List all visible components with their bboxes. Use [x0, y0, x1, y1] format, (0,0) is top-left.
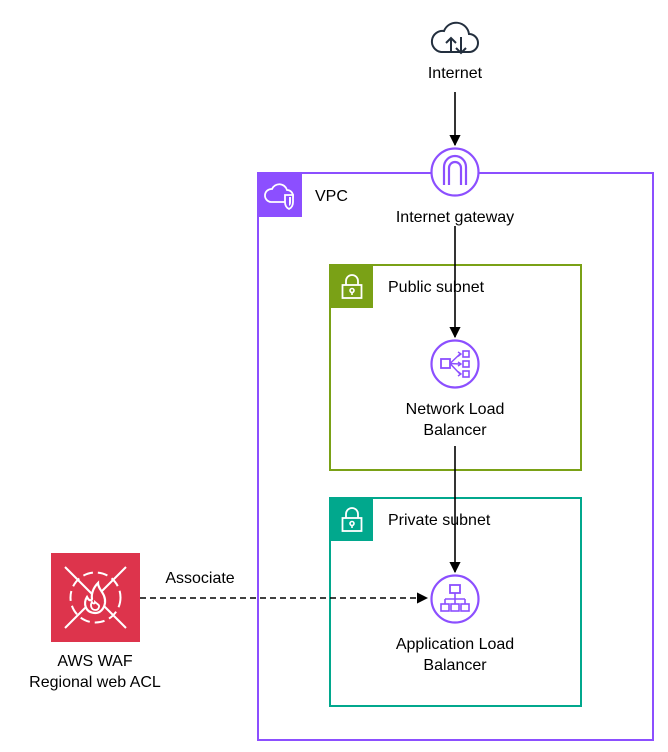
alb-label-line1: Application Load	[395, 636, 515, 653]
nlb-label-line1: Network Load	[405, 401, 505, 418]
associate-edge-label: Associate	[165, 570, 235, 587]
private-subnet-label: Private subnet	[388, 512, 491, 529]
network-load-balancer-icon	[430, 339, 480, 389]
waf-label-line1: AWS WAF	[57, 653, 133, 670]
internet-gateway-icon	[430, 147, 480, 197]
internet-label: Internet	[427, 65, 483, 82]
cloud-upload-download-icon	[428, 20, 482, 58]
vpc-label: VPC	[315, 188, 348, 205]
waf-label-line2: Regional web ACL	[29, 674, 161, 691]
internet-gateway-label: Internet gateway	[395, 209, 515, 226]
private-subnet-lock-icon	[330, 498, 373, 541]
alb-label-line2: Balancer	[423, 657, 487, 674]
public-subnet-label: Public subnet	[388, 279, 485, 296]
waf-icon	[51, 553, 140, 642]
nlb-label-line2: Balancer	[423, 422, 487, 439]
vpc-cloud-icon	[258, 173, 302, 217]
application-load-balancer-icon	[430, 574, 480, 624]
public-subnet-lock-icon	[330, 265, 373, 308]
